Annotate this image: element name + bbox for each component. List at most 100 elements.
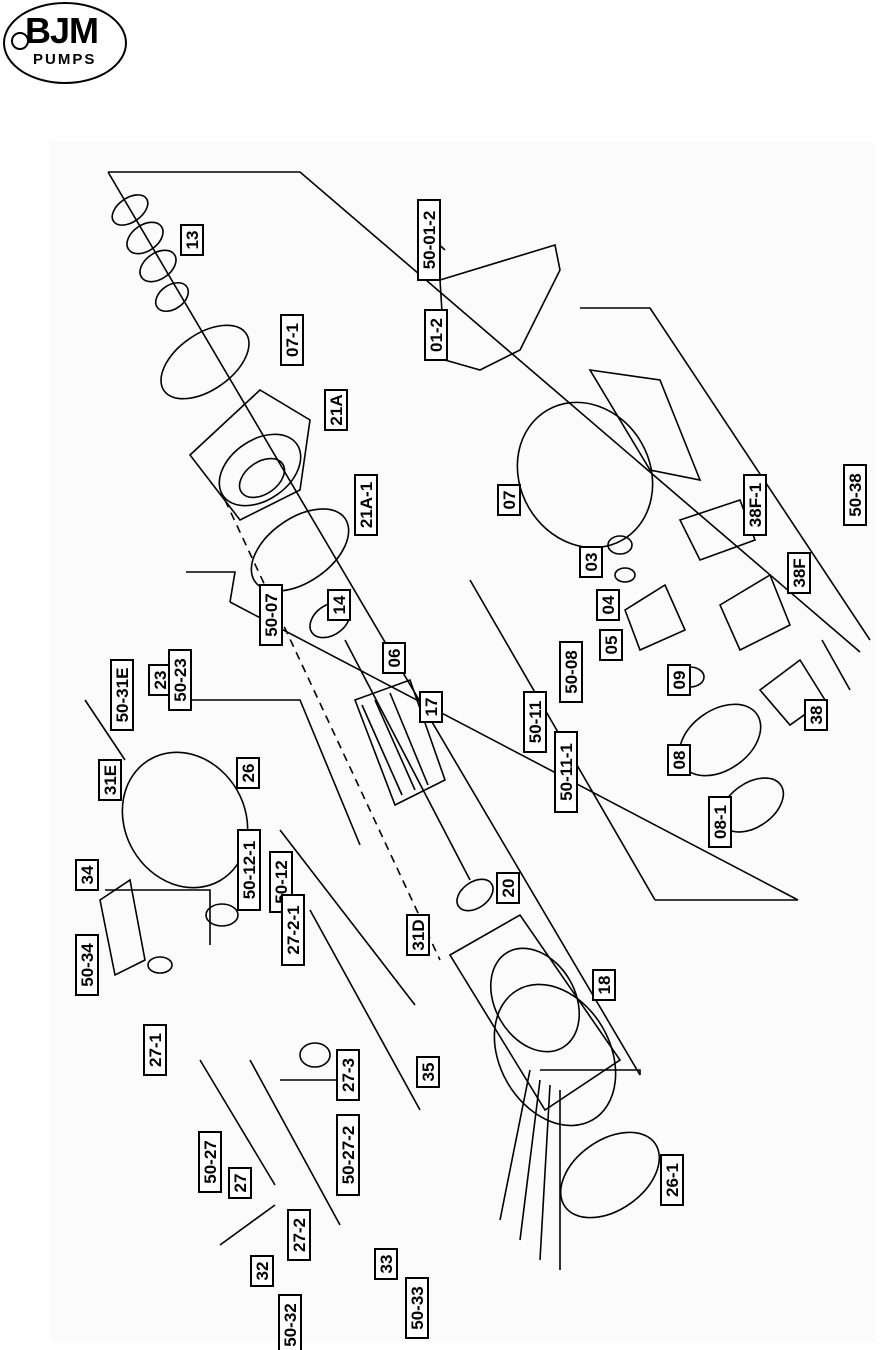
part-label-text: 33 bbox=[377, 1255, 396, 1274]
part-label-text: 21A-1 bbox=[357, 482, 376, 528]
part-label-box bbox=[336, 1049, 360, 1101]
part-label-box bbox=[336, 1114, 360, 1196]
part-label-box bbox=[324, 389, 348, 431]
part-label: 21A bbox=[324, 389, 348, 431]
part-label-box bbox=[804, 699, 828, 731]
part-label-text: 50-12 bbox=[272, 860, 291, 903]
part-label-box bbox=[237, 829, 261, 911]
dashed-assembly-line bbox=[224, 499, 441, 961]
wire-31E bbox=[84, 699, 126, 761]
part-label-text: 04 bbox=[599, 595, 618, 614]
part-labels: 13 07-1 21A 21A-1 50-07 14 06 17 20 31D 18 26-1 50-0… bbox=[75, 199, 867, 1350]
part-label-box bbox=[596, 589, 620, 621]
part-label-box bbox=[75, 934, 99, 996]
part-label-box bbox=[496, 872, 520, 904]
part-label: 03 bbox=[579, 546, 603, 578]
part-label-text: 27-1 bbox=[146, 1033, 165, 1067]
part-label-box bbox=[405, 1277, 429, 1339]
part-label-text: 50-23 bbox=[171, 658, 190, 701]
part-label: 34 bbox=[75, 859, 99, 891]
part-label-box bbox=[743, 474, 767, 536]
gland-27-3 bbox=[299, 1042, 331, 1068]
part-label-box bbox=[280, 314, 304, 366]
part-label-text: 27-2 bbox=[290, 1218, 309, 1252]
bracket-34 bbox=[99, 878, 146, 977]
part-label-box bbox=[667, 664, 691, 696]
part-label-box bbox=[787, 552, 811, 594]
part-label-text: 26-1 bbox=[663, 1163, 682, 1197]
part-label-text: 27-3 bbox=[339, 1058, 358, 1092]
part-label-box bbox=[559, 641, 583, 703]
part-label: 06 bbox=[382, 642, 406, 674]
part-label: 14 bbox=[327, 589, 351, 621]
part-label-box bbox=[424, 309, 448, 361]
part-label: 50-32 bbox=[278, 1294, 302, 1350]
pump-casing-07 bbox=[516, 368, 702, 549]
part-label-box bbox=[660, 1154, 684, 1206]
part-label: 27-1 bbox=[143, 1024, 167, 1076]
part-label: 50-08 bbox=[559, 641, 583, 703]
part-label-box bbox=[382, 642, 406, 674]
part-label: 08-1 bbox=[708, 796, 732, 848]
part-label-text: 17 bbox=[422, 698, 441, 717]
stator-housing-18 bbox=[448, 913, 622, 1127]
part-label-text: 50-11-1 bbox=[557, 743, 576, 801]
part-label-box bbox=[281, 894, 305, 966]
part-label-box bbox=[259, 584, 283, 646]
part-label: 26-1 bbox=[660, 1154, 684, 1206]
part-label-text: 50-33 bbox=[408, 1286, 427, 1329]
gasket-27-2-1 bbox=[205, 903, 239, 927]
logo-ellipse bbox=[3, 2, 127, 84]
part-label-text: 09 bbox=[670, 671, 689, 690]
part-label: 35 bbox=[416, 1056, 440, 1088]
part-label-text: 08 bbox=[670, 751, 689, 770]
part-label-box bbox=[406, 914, 430, 956]
part-label-box bbox=[667, 744, 691, 776]
part-label-text: 50-11 bbox=[526, 701, 545, 744]
part-label: 26 bbox=[236, 757, 260, 789]
part-label-box bbox=[278, 1294, 302, 1350]
part-label: 18 bbox=[592, 969, 616, 1001]
part-label-text: 03 bbox=[582, 553, 601, 572]
part-label-text: 07-1 bbox=[283, 323, 302, 357]
part-label-box bbox=[198, 1131, 222, 1193]
part-label: 08 bbox=[667, 744, 691, 776]
part-label-box bbox=[143, 1024, 167, 1076]
part-label-text: 01-2 bbox=[427, 318, 446, 352]
part-label-box bbox=[843, 464, 867, 526]
part-label-text: 50-27 bbox=[201, 1140, 220, 1183]
part-label-text: 27-2-1 bbox=[284, 905, 303, 954]
part-label-text: 26 bbox=[239, 764, 258, 783]
rod-35 bbox=[309, 909, 421, 1111]
part-label-box bbox=[419, 691, 443, 723]
part-label-box bbox=[416, 1056, 440, 1088]
part-label-text: 32 bbox=[253, 1262, 272, 1281]
part-label: 27-2 bbox=[287, 1209, 311, 1261]
ring-26-1 bbox=[559, 1131, 661, 1219]
logo-sub-text: PUMPS bbox=[33, 51, 97, 68]
part-label: 38 bbox=[804, 699, 828, 731]
leader-frame-top bbox=[108, 171, 861, 653]
part-label-box bbox=[75, 859, 99, 891]
flange-38F bbox=[718, 573, 792, 652]
part-04 bbox=[614, 567, 636, 583]
part-label-text: 50-27-2 bbox=[339, 1126, 358, 1185]
part-label-text: 27 bbox=[231, 1174, 250, 1193]
cable-27 bbox=[199, 1059, 276, 1186]
part-label-text: 05 bbox=[602, 636, 621, 655]
part-label-text: 50-12-1 bbox=[240, 841, 259, 900]
leader-frame-diagonal bbox=[107, 171, 641, 1076]
part-label-box bbox=[374, 1248, 398, 1280]
part-label: 38F-1 bbox=[743, 474, 767, 536]
part-label-box bbox=[287, 1209, 311, 1261]
part-label-text: 13 bbox=[183, 231, 202, 250]
part-label-text: 50-07 bbox=[262, 593, 281, 636]
part-label-box bbox=[592, 969, 616, 1001]
logo-swirl-icon bbox=[11, 32, 29, 50]
part-label: 01-2 bbox=[424, 309, 448, 361]
part-label-text: 31D bbox=[409, 919, 428, 950]
part-label-text: 50-31E bbox=[113, 668, 132, 723]
part-label-text: 20 bbox=[499, 879, 518, 898]
part-label-text: 50-32 bbox=[281, 1303, 300, 1346]
part-label: 27 bbox=[228, 1167, 252, 1199]
